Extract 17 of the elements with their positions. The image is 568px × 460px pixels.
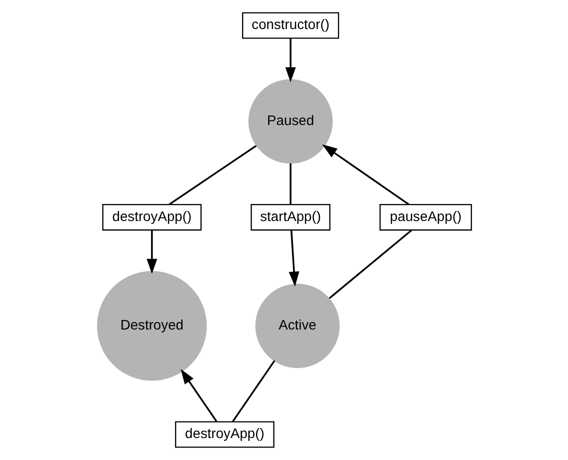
node-box: startApp() [250, 204, 330, 231]
arrow [284, 38, 296, 82]
node-box: pauseApp() [379, 204, 472, 231]
node-box: destroyApp() [102, 204, 202, 231]
node-box: constructor() [242, 12, 339, 39]
arrow [146, 230, 157, 274]
node-box: destroyApp() [174, 421, 274, 448]
connector [328, 230, 412, 299]
node-circle: Destroyed [96, 271, 206, 381]
node-circle: Active [254, 284, 340, 368]
arrow [288, 230, 299, 287]
arrow [322, 144, 409, 206]
connector [231, 360, 275, 422]
node-circle: Paused [248, 79, 332, 164]
connector [168, 144, 256, 206]
connector [289, 163, 291, 204]
arrow [180, 369, 217, 422]
